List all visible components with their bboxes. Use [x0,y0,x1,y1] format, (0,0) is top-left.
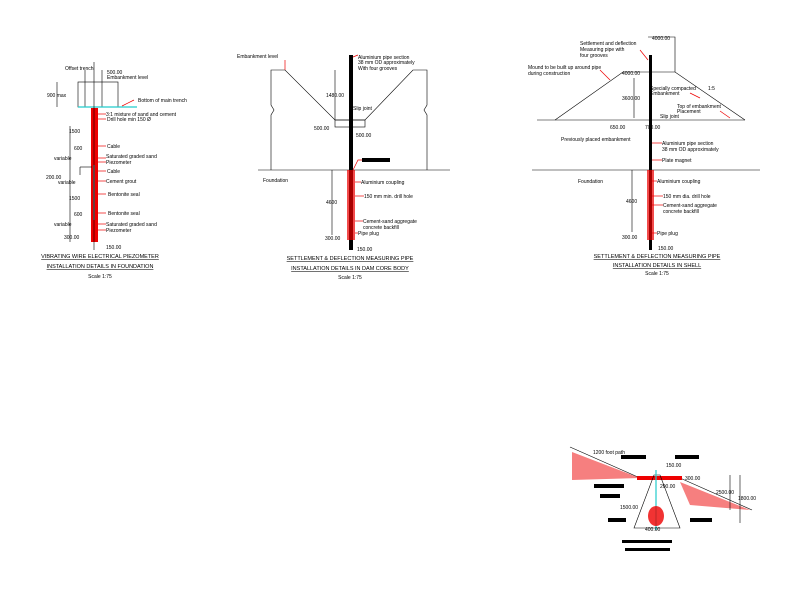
label: Mound to be built up around pipe [528,65,601,71]
label: Slip joint [353,106,373,112]
dimension: 600 [74,212,83,218]
label: Specially compacted [650,86,696,92]
dimension: 600 [74,146,83,152]
label: Aluminium coupling [657,179,701,185]
dimension: 3600.00 [622,96,640,102]
dimension: 300.00 [64,235,80,241]
label: Pipe plug [657,231,678,237]
dimension: 4600 [326,200,337,206]
label: Top of embankment [677,104,722,110]
label: 3:1 mixture of sand and cement [106,112,177,118]
dimension: 4000.00 [652,36,670,42]
label: Piezometer [106,228,132,234]
dimension: variable [54,156,72,162]
drawing-scale: Scale 1:75 [338,275,362,281]
label: Placement [677,109,701,115]
dimension: 300.00 [685,476,701,482]
dimension: 2500.00 [716,490,734,496]
dimension: 300.00 [622,235,638,241]
measuring-pipe [349,55,353,250]
drawing-scale: Scale 1:75 [88,274,112,280]
dimension: 1500 [69,196,80,202]
dimension: 150.00 [658,246,674,252]
label: four grooves [580,53,608,59]
dimension: 500.00 [314,126,330,132]
dimension: 150.00 [357,247,373,253]
dimension: 400.00 [645,527,661,533]
dimension: 4000.00 [622,71,640,77]
label: Aluminium pipe section [358,55,410,61]
shell-detail: Settlement and deflection Measuring pipe… [528,36,760,277]
label: 150 mm min. drill hole [364,194,413,200]
label: 150 mm dia. drill hole [663,194,711,200]
dimension: 1500.00 [620,505,638,511]
label: Embankment level [237,54,278,60]
dimension: 300.00 [325,236,341,242]
drawing-title: VIBRATING WIRE ELECTRICAL PIEZOMETER [41,254,159,260]
dimension: 1480.00 [326,93,344,99]
soil-hatch [572,452,750,510]
footpath-section-detail: 1200 foot path 150.00 300.00 200.00 1500… [569,446,756,551]
label: Bentonite seal [108,192,140,198]
dam-core-detail: Embankment level Aluminium pipe section … [237,54,450,281]
label: Aluminium coupling [361,180,405,186]
label: concrete backfill [663,209,699,215]
drawing-subtitle: INSTALLATION DETAILS IN FOUNDATION [47,264,154,270]
dimension: 650.00 [610,125,626,131]
label: Bentonite seal [108,211,140,217]
dimension: 150.00 [106,245,122,251]
label: Piezometer [106,160,132,166]
label: Aluminium pipe section [662,141,714,147]
label: Cement grout [106,179,137,185]
label: Pipe plug [358,231,379,237]
label: Settlement and deflection [580,41,637,47]
label: Bottom of main trench [138,98,187,104]
drawing-subtitle: INSTALLATION DETAILS IN DAM CORE BODY [291,266,409,272]
dimension: 200.00 [46,175,62,181]
label: Embankment [650,91,680,97]
label: Foundation [263,178,288,184]
dimension: 150.00 [666,463,682,469]
label: 38 mm OD approximately [662,147,719,153]
dimension: 900 max [47,93,67,99]
label: Slip joint [660,114,680,120]
label: during construction [528,71,570,77]
label: Cable [107,169,120,175]
label: With four grooves [358,66,398,72]
dimension: variable [54,222,72,228]
label: Offset trench [65,66,94,72]
drawing-subtitle: INSTALLATION DETAILS IN SHELL [613,263,701,269]
label: Plate magnet [662,158,692,164]
label: concrete backfill [363,225,399,231]
dimension: 1800.00 [738,496,756,502]
dimension: 4600 [626,199,637,205]
label: Cement-sand aggregate [363,219,417,225]
dimension: 500.00 [107,70,123,76]
label: Measuring pipe with [580,47,625,53]
drawing-scale: Scale 1:75 [645,271,669,277]
label: Embankment level [107,75,148,81]
label: 1200 foot path [593,450,625,456]
redacted-labels [594,455,712,551]
dimension: 1500 [69,129,80,135]
dimension: 700.00 [645,125,661,131]
measuring-pipe [649,55,652,250]
piezometer-foundation-detail: Offset trench 500.00 Embankment level 90… [41,62,187,280]
label: Drill hole min 150 Ø [107,117,151,123]
label: Previously placed embankment [561,137,631,143]
label: 1:5 [708,86,715,92]
label: Foundation [578,179,603,185]
drawing-title: SETTLEMENT & DEFLECTION MEASURING PIPE [594,254,721,260]
dimension: 500.00 [356,133,372,139]
label: 38 mm OD approximately [358,60,415,66]
dimension: 200.00 [660,484,676,490]
label: Saturated graded sand [106,154,157,160]
label: Cement-sand aggregate [663,203,717,209]
drawing-title: SETTLEMENT & DEFLECTION MEASURING PIPE [287,256,414,262]
dimension: variable [58,180,76,186]
label: Cable [107,144,120,150]
label: Saturated graded sand [106,222,157,228]
